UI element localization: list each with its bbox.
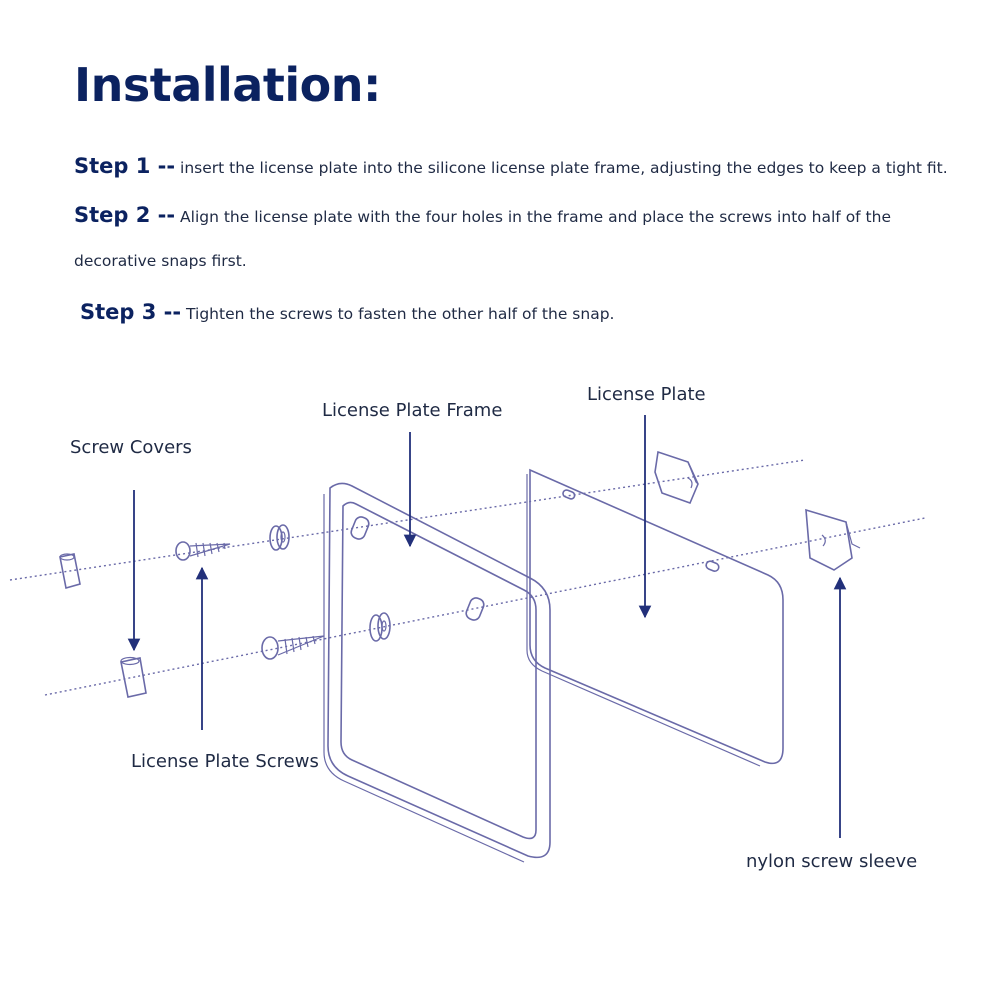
step-2-continuation: decorative snaps first. — [74, 252, 247, 270]
callout-nylon-screw-sleeve: nylon screw sleeve — [746, 851, 917, 872]
callout-screw-covers: Screw Covers — [70, 437, 192, 458]
snap-upper — [269, 524, 290, 551]
step-3-text: Tighten the screws to fasten the other h… — [186, 305, 615, 323]
step-3-label: Step 3 -- — [80, 300, 182, 324]
screw-upper — [175, 541, 231, 561]
license-plate-frame-shape — [323, 482, 551, 863]
page-title: Installation: — [74, 58, 381, 112]
snap-lower — [369, 612, 391, 642]
step-1-label: Step 1 -- — [74, 154, 176, 178]
step-3: Step 3 -- Tighten the screws to fasten t… — [80, 300, 614, 324]
sleeve-upper — [654, 450, 699, 505]
step-1-text: insert the license plate into the silico… — [180, 159, 948, 177]
upper-axis-line — [9, 459, 806, 581]
lower-axis-line — [44, 517, 926, 696]
step-1: Step 1 -- insert the license plate into … — [74, 154, 948, 178]
callout-license-plate: License Plate — [587, 384, 706, 405]
step-2-label: Step 2 -- — [74, 203, 176, 227]
license-plate-shape — [526, 468, 784, 767]
step-2-text: Align the license plate with the four ho… — [180, 208, 891, 226]
screw-lower — [261, 635, 325, 660]
step-2: Step 2 -- Align the license plate with t… — [74, 203, 891, 227]
sleeve-lower — [805, 508, 861, 571]
callout-license-plate-frame: License Plate Frame — [322, 400, 502, 421]
screw-cover-upper — [59, 553, 81, 590]
screw-cover-lower — [120, 656, 147, 698]
callout-license-plate-screws: License Plate Screws — [131, 751, 319, 772]
